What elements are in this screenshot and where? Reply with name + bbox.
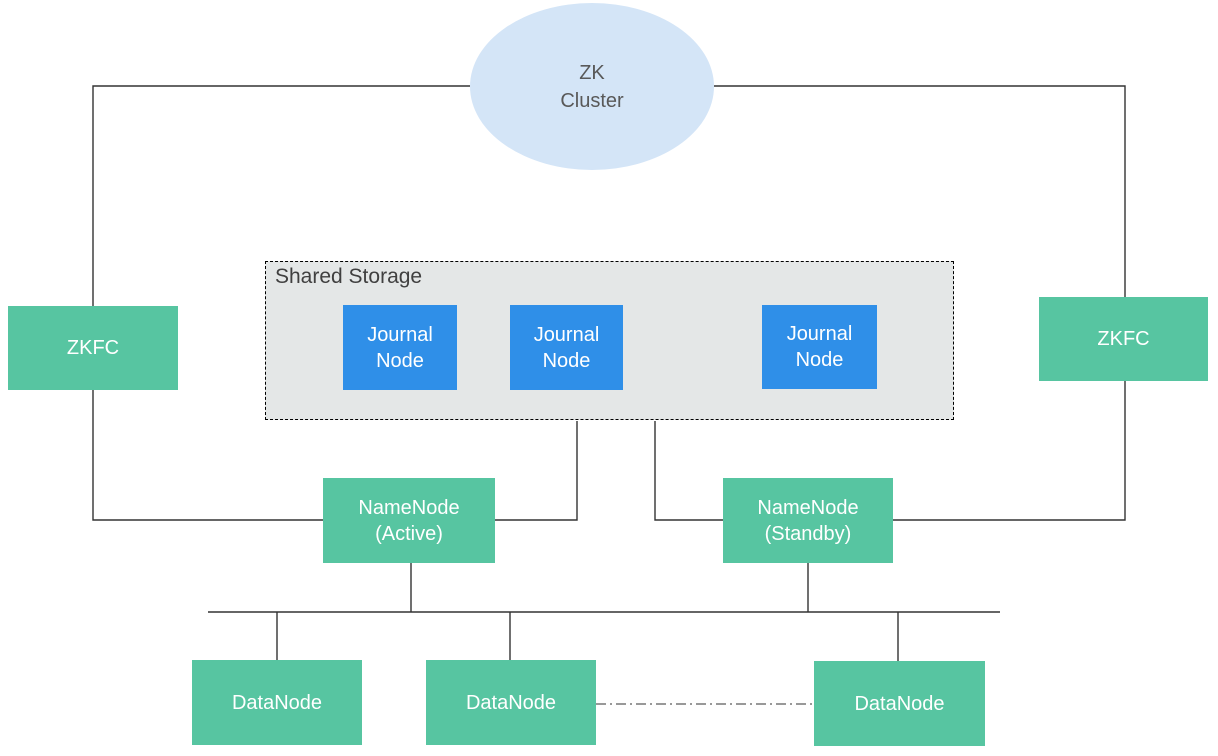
line-zk-left-to-namenode-active <box>92 85 470 521</box>
node-zkfc-right: ZKFC <box>1039 297 1208 381</box>
node-datanode-2: DataNode <box>426 660 596 745</box>
datanode-2-label: DataNode <box>465 691 557 714</box>
node-namenode-active: NameNode (Active) <box>323 478 495 563</box>
namenode-active-label: NameNode (Active) <box>358 496 460 545</box>
journal-node-2-label: Journal Node <box>533 323 600 372</box>
journal-node-1-label: Journal Node <box>367 323 433 372</box>
zk-cluster-label: ZK Cluster <box>560 61 624 112</box>
shared-storage-label: Shared Storage <box>275 265 423 288</box>
line-storage-to-namenode-standby <box>654 421 723 521</box>
namenode-standby-label: NameNode (Standby) <box>757 496 859 545</box>
node-journal-node-1: Journal Node <box>343 305 457 390</box>
zkfc-right-label: ZKFC <box>1097 328 1150 350</box>
datanode-3-label: DataNode <box>854 692 945 715</box>
node-journal-node-2: Journal Node <box>510 305 623 390</box>
datanode-1-label: DataNode <box>231 691 323 714</box>
line-storage-to-namenode-active <box>495 421 578 521</box>
node-zk-cluster: ZK Cluster <box>470 3 714 170</box>
node-journal-node-3: Journal Node <box>762 305 877 389</box>
journal-node-3-label: Journal Node <box>786 323 853 371</box>
node-datanode-3: DataNode <box>814 661 985 746</box>
zkfc-left-label: ZKFC <box>66 337 120 359</box>
node-zkfc-left: ZKFC <box>8 306 178 390</box>
node-datanode-1: DataNode <box>192 660 362 745</box>
node-namenode-standby: NameNode (Standby) <box>723 478 893 563</box>
